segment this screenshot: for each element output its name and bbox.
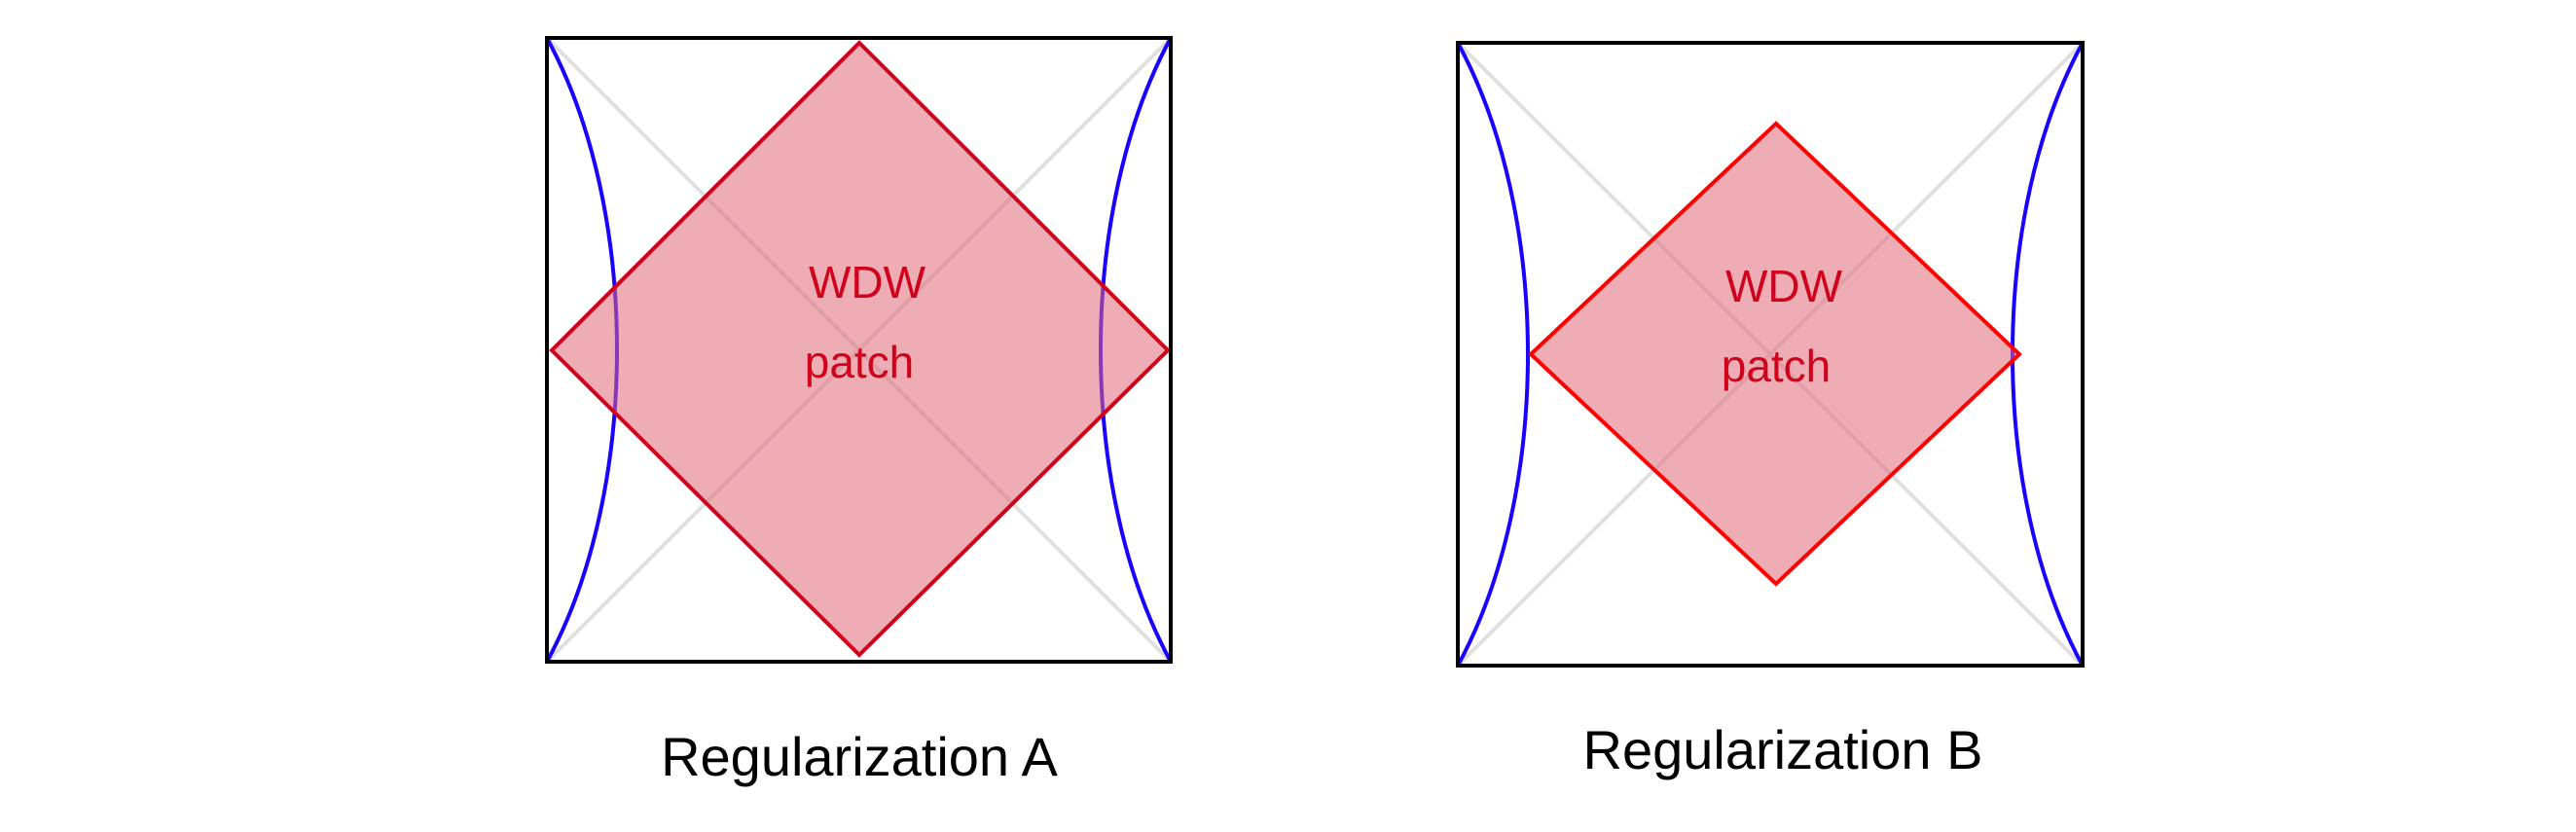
caption-regularization-a: Regularization A — [661, 726, 1058, 787]
patch-label-b-line1: WDW — [1725, 261, 1843, 311]
patch-label-b-line2: patch — [1722, 341, 1832, 391]
panel-b: WDW patch — [1456, 41, 2085, 668]
panel-a: WDW patch — [545, 36, 1173, 664]
wdw-patch-b — [1528, 121, 2022, 587]
boundary-curve-b-right — [2011, 42, 2085, 667]
boundary-curve-b-left — [1456, 42, 1530, 667]
wdw-patch-a — [549, 40, 1171, 658]
patch-label-a-line1: WDW — [809, 257, 926, 307]
frame-a — [545, 36, 1173, 664]
frame-b — [1456, 41, 2085, 668]
caption-regularization-b: Regularization B — [1582, 719, 1983, 780]
patch-label-a-line2: patch — [805, 337, 915, 387]
